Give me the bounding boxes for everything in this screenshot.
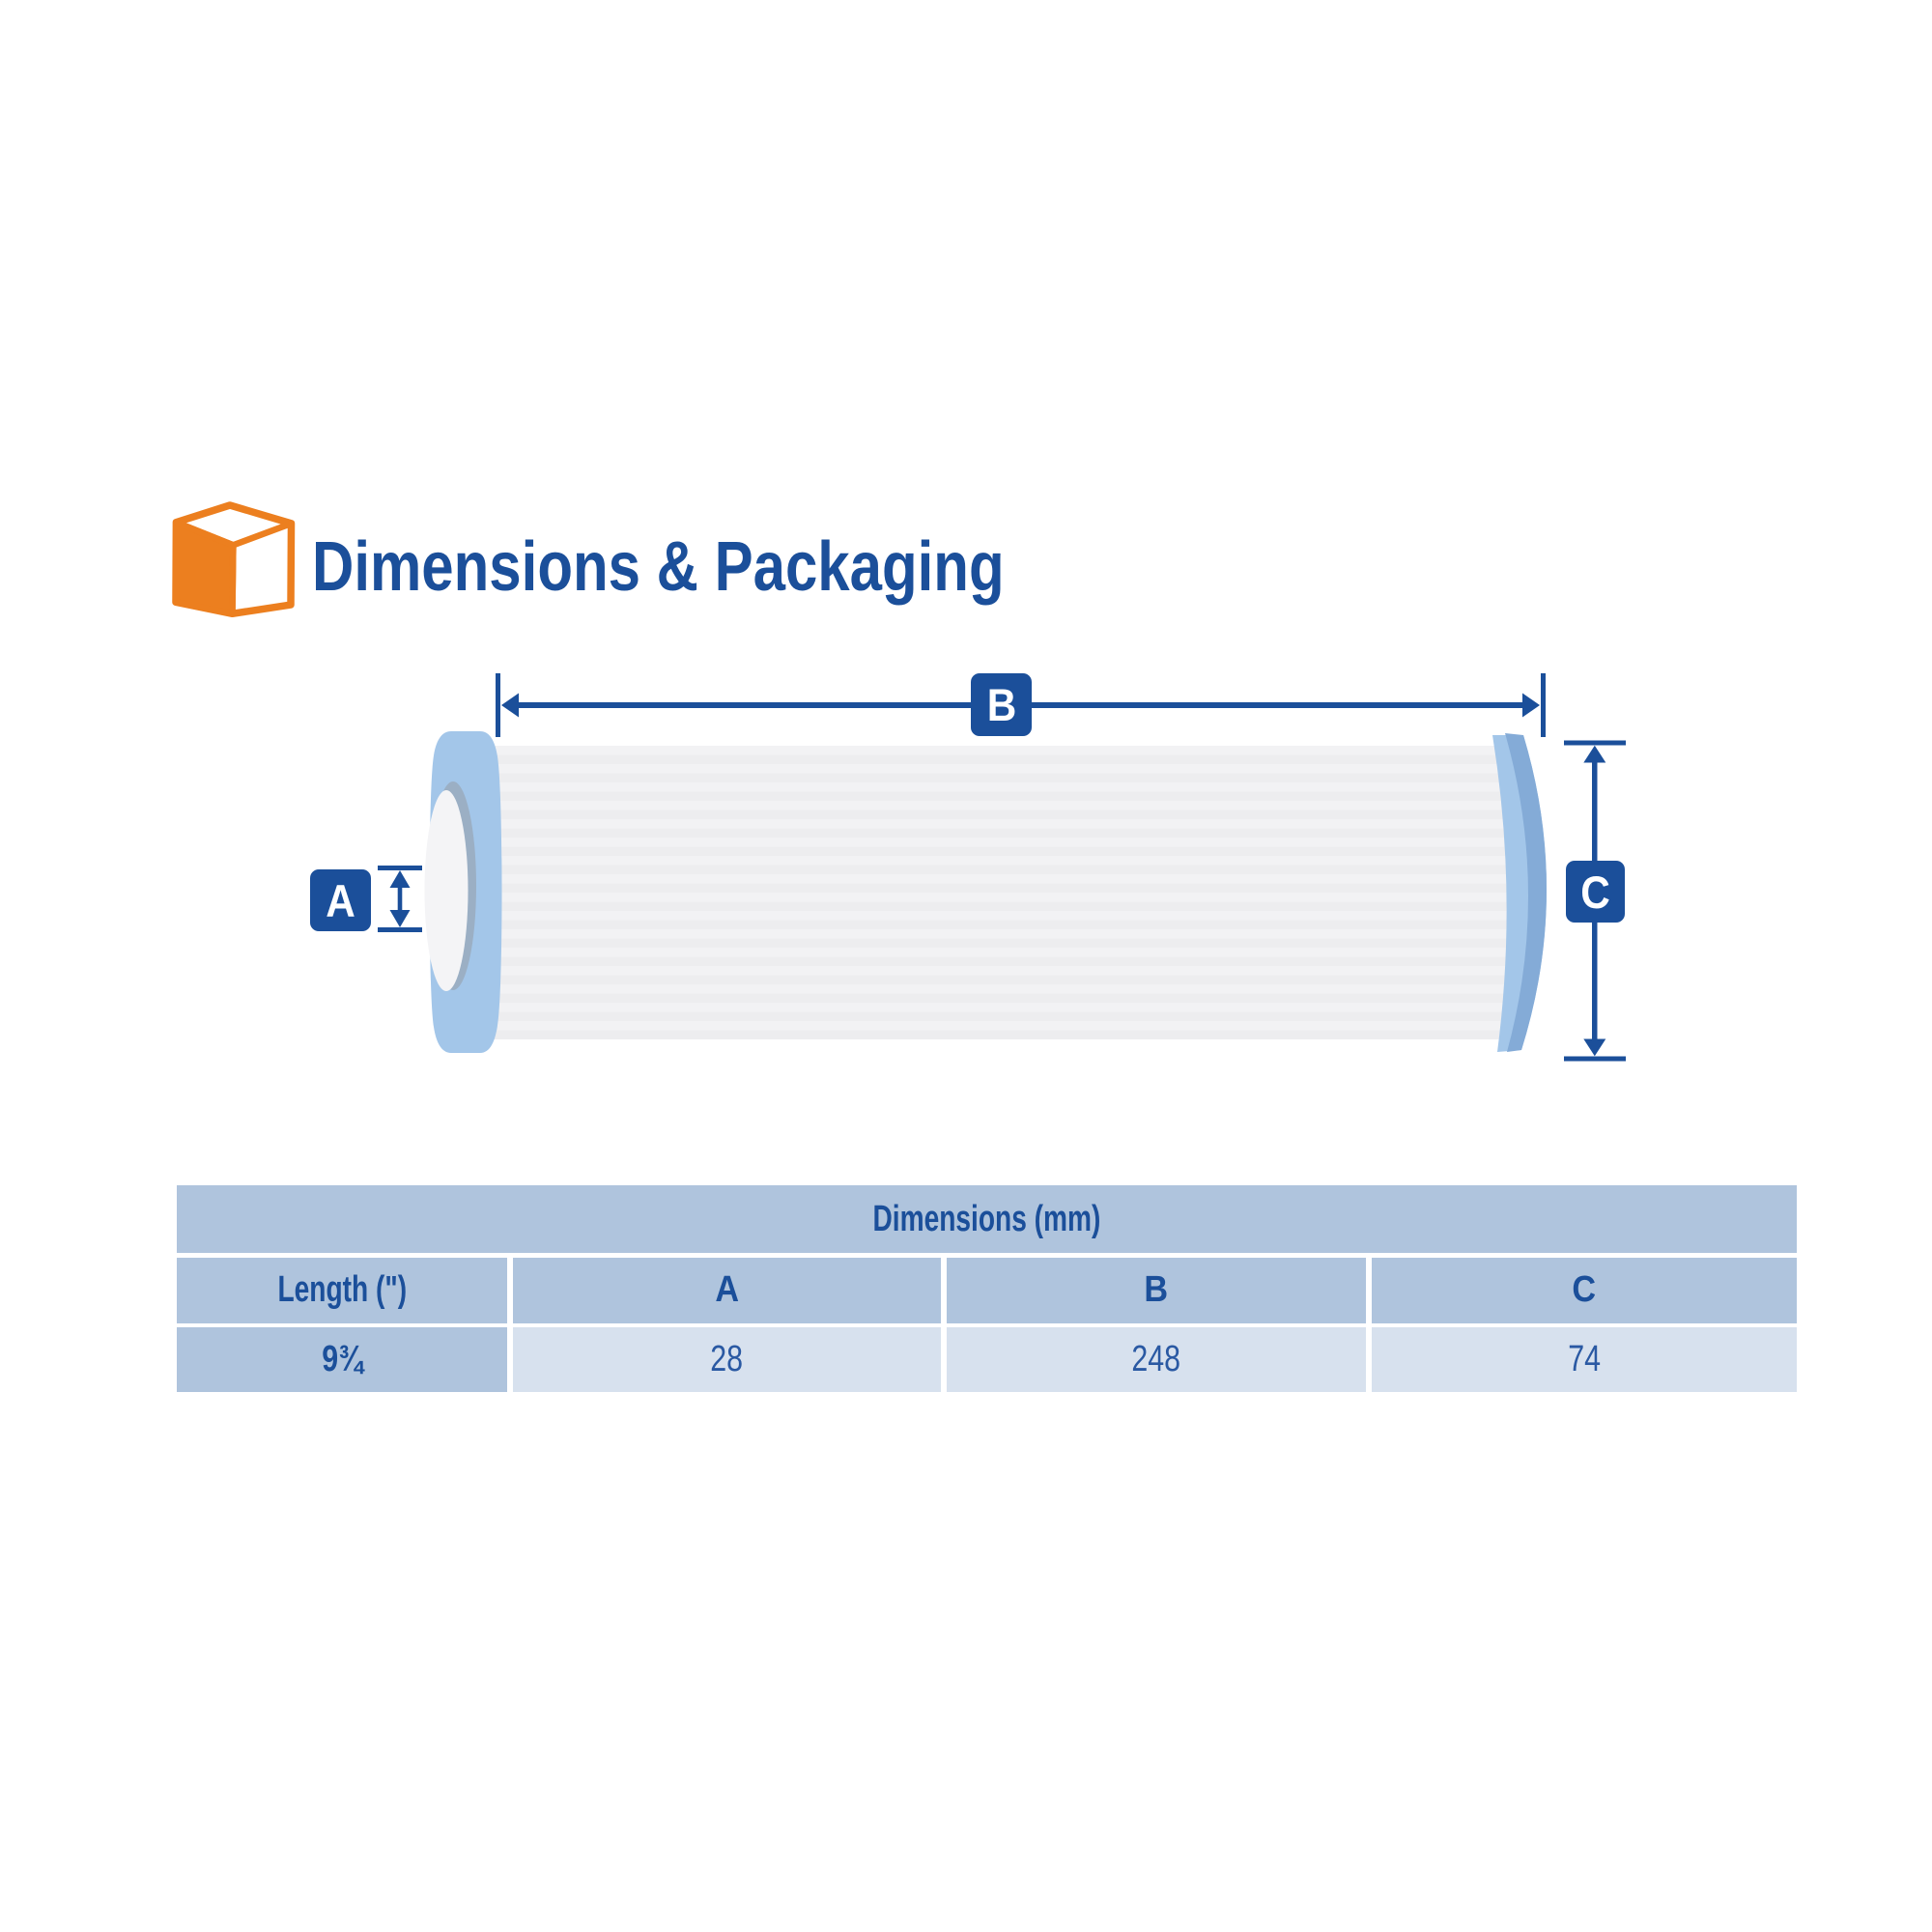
svg-text:A: A — [326, 877, 355, 927]
svg-text:B: B — [987, 681, 1017, 731]
svg-text:C: C — [1580, 868, 1610, 919]
